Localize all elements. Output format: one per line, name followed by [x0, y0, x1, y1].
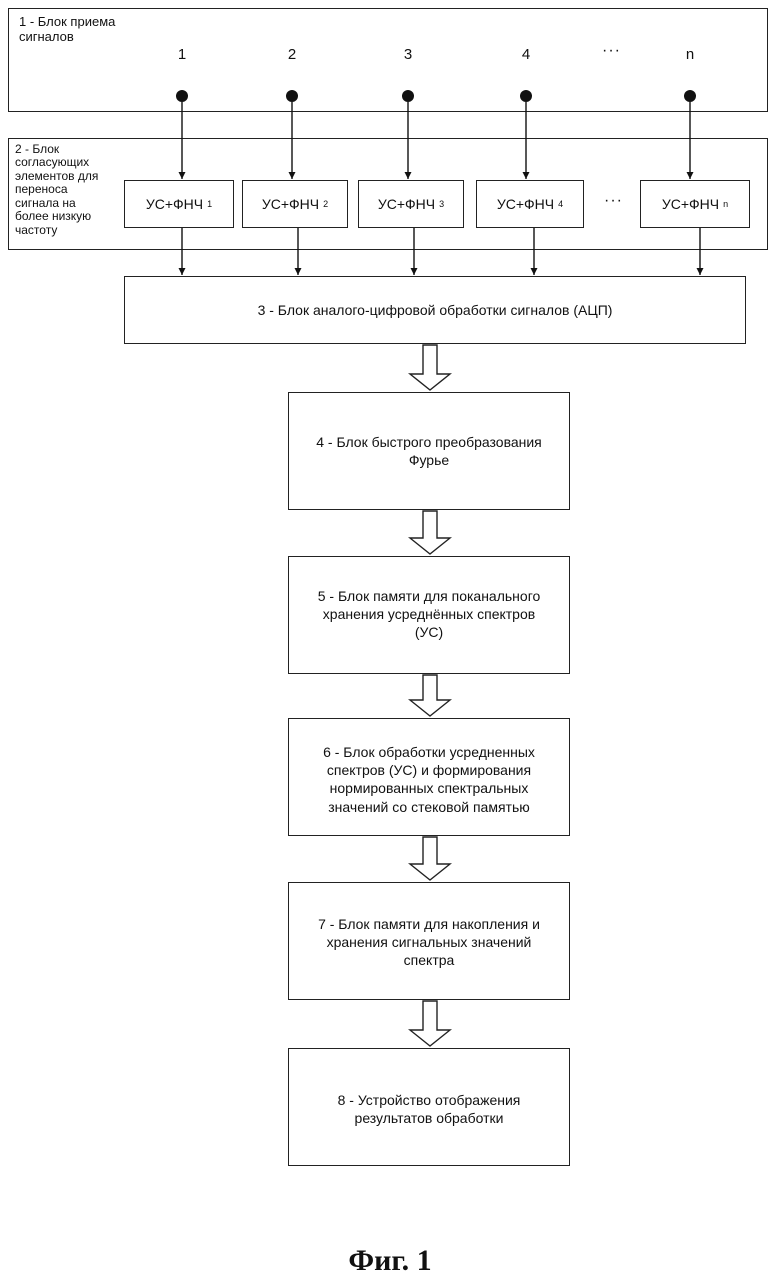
- hollow-arrow-3-to-4: [410, 345, 450, 390]
- input-terminal-2: [286, 90, 298, 102]
- hollow-arrow-6-to-7: [410, 837, 450, 880]
- figure-caption: Фиг. 1: [0, 1244, 780, 1278]
- input-terminal-4: [520, 90, 532, 102]
- input-terminal-3: [402, 90, 414, 102]
- input-terminal-n: [684, 90, 696, 102]
- hollow-arrow-5-to-6: [410, 675, 450, 716]
- hollow-arrow-4-to-5: [410, 511, 450, 554]
- hollow-arrow-7-to-8: [410, 1001, 450, 1046]
- input-terminal-1: [176, 90, 188, 102]
